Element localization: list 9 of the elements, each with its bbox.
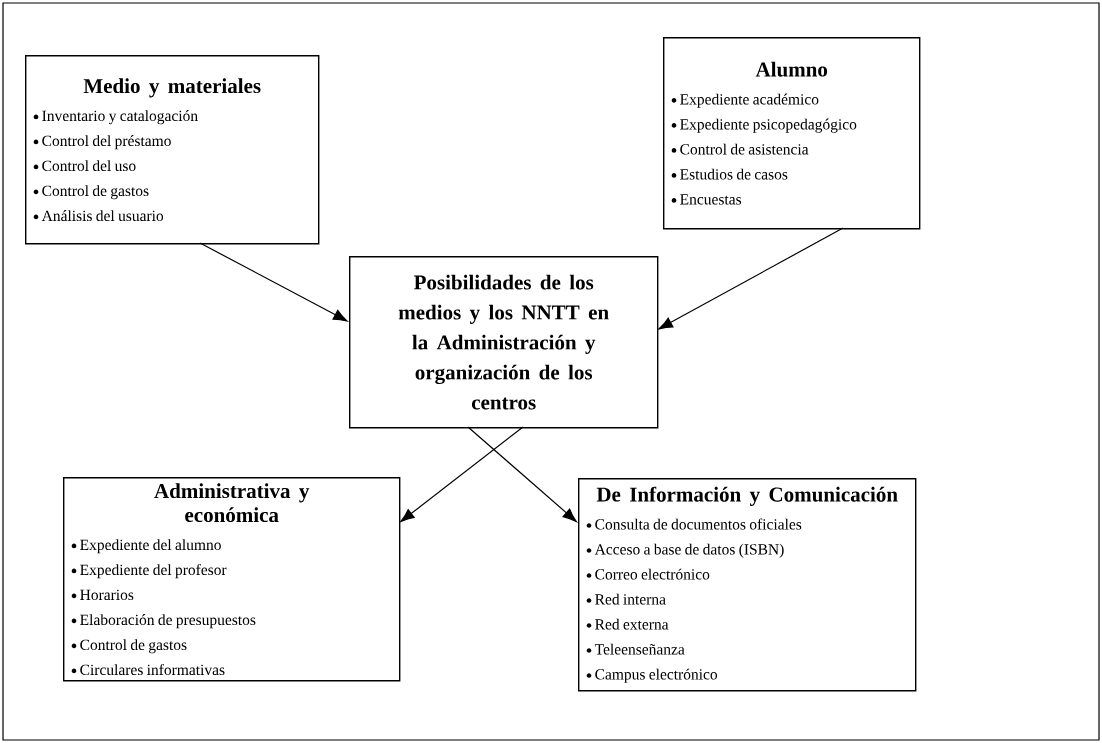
arrow <box>400 426 524 523</box>
arrow <box>467 426 577 522</box>
arrow <box>658 227 844 330</box>
topic-box: Administrativa y económica Expediente del alumno Expediente del profesor Horarios Elaboración de presupuestos Control de gastos Circulares informativas <box>63 477 401 682</box>
arrow <box>199 242 348 322</box>
central-box: Posibilidades de los medios y los NNTT en la Administración y organización de los centros <box>349 256 659 429</box>
topic-box: Alumno Expediente académico Expediente psicopedagógico Control de asistencia Estudios de casos Encuestas <box>663 37 921 230</box>
topic-box: De Información y Comunicación Consulta de documentos oficiales Acceso a base de datos (ISBN) Correo electrónico Red interna Red externa Teleenseñanza Campus electrónico <box>578 478 917 692</box>
topic-box: Medio y materiales Inventario y catalogación Control del préstamo Control del uso Control de gastos Análisis del usuario <box>25 55 320 245</box>
